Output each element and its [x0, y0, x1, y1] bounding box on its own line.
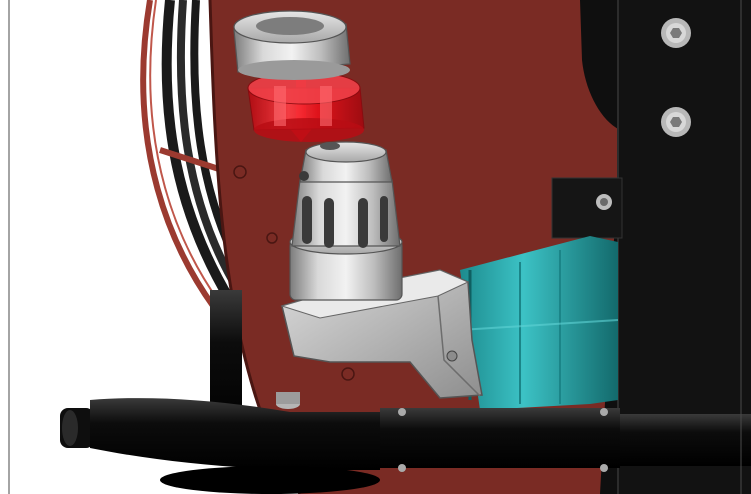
- black-frame: [551, 0, 751, 494]
- black-handle-bar: [60, 392, 751, 494]
- collar-ring: [233, 10, 351, 80]
- bolt-lower: [661, 107, 691, 137]
- bolt-upper: [661, 18, 691, 48]
- slotted-socket: [289, 141, 403, 301]
- red-insert: [247, 71, 365, 142]
